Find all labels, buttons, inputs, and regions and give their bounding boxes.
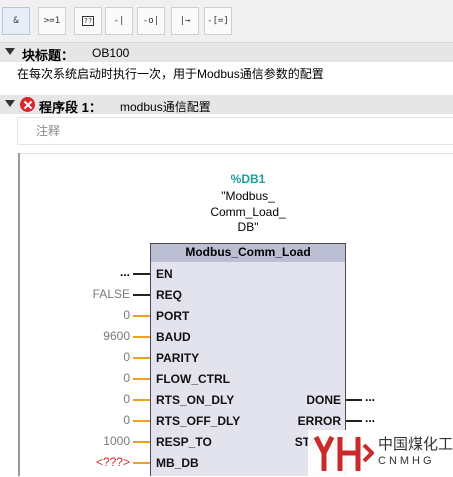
pin-baud: BAUD xyxy=(156,330,191,344)
pin-port: PORT xyxy=(156,309,190,323)
parity-wire xyxy=(133,357,150,359)
rts-off-dly-wire xyxy=(133,420,150,422)
req-param[interactable]: FALSE xyxy=(92,287,130,301)
pin-mb-db: MB_DB xyxy=(156,456,199,470)
rts-on-dly-wire xyxy=(133,399,150,401)
pin-req: REQ xyxy=(156,288,183,302)
function-block-title-bar xyxy=(151,244,345,262)
and-glyph: & xyxy=(13,16,19,26)
power-rail xyxy=(18,153,20,476)
block-comment[interactable]: 在每次系统启动时执行一次，用于Modbus通信参数的配置 xyxy=(17,67,324,81)
instance-db-name-line-1: "Modbus_ xyxy=(221,189,275,203)
instance-db-name-line-2: Comm_Load_ xyxy=(210,205,286,219)
error-icon xyxy=(20,97,35,112)
negated-contact-icon: -o| xyxy=(142,16,160,26)
error-wire xyxy=(346,420,362,422)
baud-param[interactable]: 9600 xyxy=(103,329,130,343)
req-wire xyxy=(133,294,150,296)
pin-done: DONE xyxy=(306,393,341,407)
contact-button[interactable]: -| xyxy=(105,7,133,35)
empty-box-icon: ?? xyxy=(81,16,95,26)
pin-resp-to: RESP_TO xyxy=(156,435,212,449)
resp-to-param[interactable]: 1000 xyxy=(103,434,130,448)
or-glyph: >=1 xyxy=(43,16,61,26)
instance-db-name-line-3: DB" xyxy=(237,220,259,234)
rts-off-dly-param[interactable]: 0 xyxy=(123,413,130,427)
done-wire xyxy=(346,399,362,401)
watermark xyxy=(308,430,453,476)
block-header[interactable]: 块标题： OB100 xyxy=(0,43,453,63)
flow-ctrl-wire xyxy=(133,378,150,380)
pin-en: EN xyxy=(156,267,173,281)
mb-db-param[interactable]: <???> xyxy=(95,455,130,469)
collapse-triangle-icon[interactable] xyxy=(5,100,15,107)
instance-db-address[interactable]: %DB1 xyxy=(230,172,266,186)
watermark-text-cn: 中国煤化工 xyxy=(378,436,453,453)
error-param[interactable]: ... xyxy=(365,411,376,425)
pin-rts-off-dly: RTS_OFF_DLY xyxy=(156,414,241,428)
network-comment-field[interactable] xyxy=(17,117,453,145)
and-button[interactable]: & xyxy=(2,7,30,35)
empty-box-button[interactable]: ?? xyxy=(74,7,102,35)
network-title[interactable]: modbus通信配置 xyxy=(120,100,211,114)
port-wire xyxy=(133,315,150,317)
pin-flow-ctrl: FLOW_CTRL xyxy=(156,372,230,386)
port-param[interactable]: 0 xyxy=(123,308,130,322)
negated-contact-button[interactable]: -o| xyxy=(137,7,165,35)
done-param[interactable]: ... xyxy=(365,390,376,404)
network-header[interactable] xyxy=(0,95,453,114)
network-comment-placeholder: 注释 xyxy=(36,124,61,138)
parity-param[interactable]: 0 xyxy=(123,350,130,364)
or-button[interactable]: >=1 xyxy=(38,7,66,35)
ladder-toolbar: & >=1 ?? -| -o| |→ -[=] xyxy=(0,0,453,43)
network-label: 程序段 1： xyxy=(39,100,102,115)
branch-button[interactable]: |→ xyxy=(171,7,199,35)
watermark-logo-icon xyxy=(314,435,374,471)
pin-parity: PARITY xyxy=(156,351,200,365)
en-wire xyxy=(133,273,150,275)
coil-icon: -[=] xyxy=(207,16,229,26)
pin-rts-on-dly: RTS_ON_DLY xyxy=(156,393,235,407)
resp-to-wire xyxy=(133,441,150,443)
function-block-title[interactable]: Modbus_Comm_Load xyxy=(185,245,311,259)
rts-on-dly-param[interactable]: 0 xyxy=(123,392,130,406)
flow-ctrl-param[interactable]: 0 xyxy=(123,371,130,385)
en-param[interactable]: ... xyxy=(119,265,130,279)
watermark-text-en: CNMHG xyxy=(378,455,435,467)
block-title-label: 块标题： xyxy=(22,48,75,63)
assignment-coil-button[interactable]: -[=] xyxy=(204,7,232,35)
mb-db-wire xyxy=(133,462,150,464)
pin-error: ERROR xyxy=(297,414,341,428)
block-title-value[interactable]: OB100 xyxy=(92,46,130,60)
collapse-triangle-icon[interactable] xyxy=(5,48,15,55)
branch-arrow-icon: |→ xyxy=(179,16,191,26)
baud-wire xyxy=(133,336,150,338)
contact-icon: -| xyxy=(113,16,125,26)
